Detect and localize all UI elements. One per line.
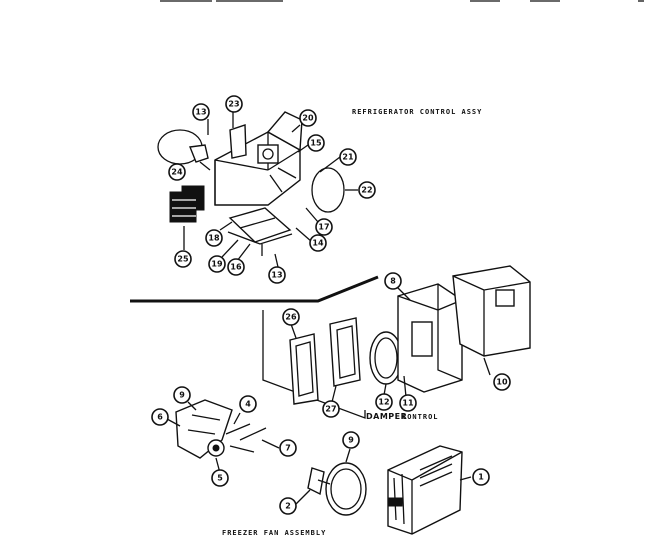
cover-oval	[311, 167, 345, 213]
svg-text:20: 20	[302, 114, 314, 123]
callout-21-top: 21	[339, 148, 357, 166]
caption-damper: DAMPER	[366, 412, 407, 421]
callout-7: 7	[279, 439, 297, 457]
svg-text:2: 2	[285, 502, 291, 511]
callout-23: 23	[225, 95, 243, 113]
fan-blade	[169, 185, 205, 223]
callout-6: 6	[151, 408, 169, 426]
callout-26: 26	[282, 308, 300, 326]
svg-text:21: 21	[342, 153, 354, 162]
svg-text:4: 4	[245, 400, 251, 409]
callout-13-bottom: 13	[268, 266, 286, 284]
svg-text:1: 1	[478, 473, 484, 482]
svg-text:13: 13	[271, 271, 282, 280]
fan-bracket	[175, 399, 233, 459]
callout-9-bottom: 9	[342, 431, 360, 449]
callout-12: 12	[375, 393, 393, 411]
callout-9-left: 9	[173, 386, 191, 404]
callout-15: 15	[307, 134, 325, 152]
svg-text:16: 16	[230, 263, 242, 272]
callout-14: 14	[309, 234, 327, 252]
svg-text:24: 24	[171, 168, 183, 177]
svg-text:9: 9	[179, 391, 185, 400]
thermostat	[257, 144, 279, 164]
callout-11: 11	[399, 394, 417, 412]
callout-4: 4	[239, 395, 257, 413]
callout-2: 2	[279, 497, 297, 515]
svg-text:26: 26	[285, 313, 297, 322]
bracket-23	[229, 124, 247, 159]
svg-text:10: 10	[496, 378, 508, 387]
lower-tray	[228, 207, 292, 243]
damper-control-assembly	[262, 265, 531, 419]
fan-shroud-ring	[325, 462, 367, 516]
callout-18: 18	[205, 229, 223, 247]
svg-text:23: 23	[228, 100, 239, 109]
damper-cover	[452, 265, 531, 357]
refrigerator-control-assembly	[157, 111, 358, 268]
callout-5: 5	[211, 469, 229, 487]
caption-refrigerator-control: REFRIGERATOR CONTROL ASSY	[352, 108, 482, 116]
gasket-26	[289, 333, 319, 405]
svg-text:15: 15	[310, 139, 322, 148]
svg-text:12: 12	[378, 398, 389, 407]
callout-8: 8	[384, 272, 402, 290]
caption-damper-control: CONTROL	[402, 413, 439, 421]
svg-text:27: 27	[325, 405, 336, 414]
fan-blade-2	[307, 467, 325, 496]
svg-text:6: 6	[157, 413, 163, 422]
svg-text:25: 25	[177, 255, 189, 264]
callout-24: 24	[168, 163, 186, 181]
svg-text:11: 11	[402, 399, 414, 408]
svg-text:13: 13	[195, 108, 206, 117]
callout-25: 25	[174, 250, 192, 268]
callout-27: 27	[322, 400, 340, 418]
svg-text:7: 7	[285, 444, 291, 453]
svg-text:9: 9	[348, 436, 354, 445]
callout-10: 10	[493, 373, 511, 391]
callout-19: 19	[208, 255, 226, 273]
callout-1: 1	[472, 468, 490, 486]
section-divider	[130, 275, 379, 303]
svg-text:8: 8	[390, 277, 396, 286]
evaporator-cover	[387, 445, 463, 535]
svg-text:14: 14	[312, 239, 324, 248]
callout-22: 22	[358, 181, 376, 199]
svg-text:17: 17	[318, 223, 329, 232]
light-socket	[189, 144, 209, 163]
svg-text:22: 22	[361, 186, 372, 195]
caption-freezer-fan: FREEZER FAN ASSEMBLY	[222, 529, 326, 537]
svg-text:5: 5	[217, 474, 223, 483]
svg-text:19: 19	[211, 260, 223, 269]
callout-16: 16	[227, 258, 245, 276]
callout-13-top: 13	[192, 103, 210, 121]
freezer-fan-assembly	[166, 399, 472, 535]
callout-20: 20	[299, 109, 317, 127]
svg-text:18: 18	[208, 234, 220, 243]
callout-17: 17	[315, 218, 333, 236]
